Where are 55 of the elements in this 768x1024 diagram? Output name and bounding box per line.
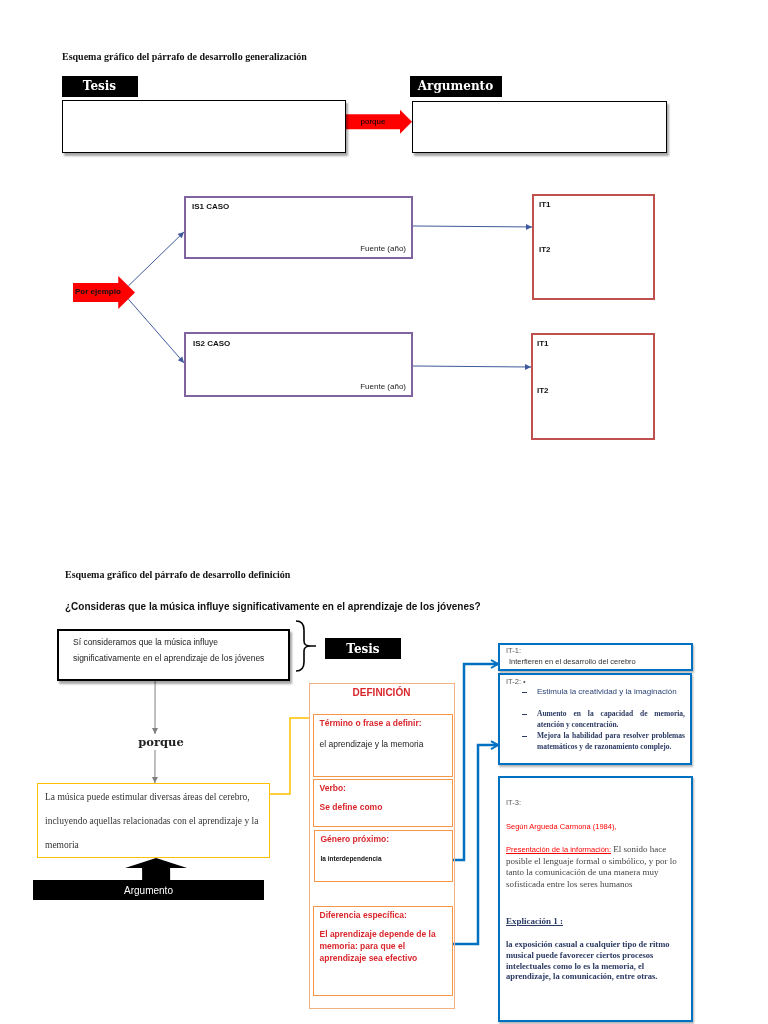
definition-field-box <box>312 778 453 827</box>
arrow <box>152 680 158 735</box>
question-text: ¿Consideras que la música influye significativamente en el aprendizaje de los jóvenes? <box>65 601 481 612</box>
keyword-label: porque <box>137 734 185 750</box>
definition-panel <box>309 683 455 1009</box>
arrow <box>453 740 499 946</box>
thesis-box <box>57 629 290 681</box>
case-box <box>184 196 413 259</box>
box-heading: IS2 CASO <box>193 339 231 348</box>
arrow <box>412 363 532 370</box>
case-box <box>184 332 413 397</box>
label-tag: Argumento <box>409 75 502 97</box>
arrow <box>412 223 533 230</box>
field-text: el aprendizaje y la memoria <box>319 738 425 749</box>
idea-box <box>531 333 655 440</box>
arrow <box>453 659 499 862</box>
definition-field-box <box>312 713 453 777</box>
idea-box <box>498 673 692 765</box>
connector-line <box>269 717 310 795</box>
field-heading: Género próximo: <box>320 833 389 844</box>
arrow <box>151 749 158 784</box>
field-heading: Verbo: <box>319 782 346 793</box>
field-heading: Término o frase a definir: <box>319 717 422 728</box>
item-label: IT2 <box>539 245 551 254</box>
item-label: IT2 <box>537 386 549 395</box>
field-text: Se define como <box>319 800 384 813</box>
box-heading: IS1 CASO <box>192 202 230 211</box>
subheading: Explicación 1 : <box>506 916 563 926</box>
source-note: Fuente (año) <box>360 244 406 253</box>
definition-field-box <box>312 905 453 996</box>
field-heading: Diferencia específica: <box>319 909 407 920</box>
panel-heading: DEFINICIÓN <box>351 687 412 698</box>
section-heading: Esquema gráfico del párrafo de desarrollo generalización <box>62 51 307 62</box>
block-arrow <box>125 858 188 880</box>
item-label: IT1 <box>539 200 551 209</box>
source-note: Fuente (año) <box>360 382 406 391</box>
arrow-label: Por ejemplo <box>75 287 121 296</box>
label-tag: Tesis <box>61 75 138 97</box>
item-label: IT1 <box>537 339 549 348</box>
box-text: La música puede estimular diversas áreas del cerebro, incluyendo aquellas relacionadas con el aprendizaje y la memoria <box>45 791 260 852</box>
label-tag: Tesis <box>325 638 401 659</box>
block-arrow <box>346 109 412 134</box>
arrow <box>127 231 185 287</box>
label-bar: Argumento <box>33 880 264 900</box>
section-heading: Esquema gráfico del párrafo de desarrollo definición <box>65 569 291 580</box>
arrow <box>127 298 185 364</box>
argument-box <box>37 783 270 858</box>
idea-box <box>498 776 693 1022</box>
field-text: El aprendizaje depende de la memoria: para que el aprendizaje sea efectivo <box>319 927 437 964</box>
idea-box <box>498 643 693 671</box>
definition-field-box <box>313 829 453 882</box>
box-text: Sí consideramos que la música influye significativamente en el aprendizaje de los jóvenes <box>73 636 266 665</box>
idea-box <box>532 194 655 300</box>
paragraph: la exposición casual a cualquier tipo de ritmo musical puede favorecer ciertos procesos intelectuales como lo es la memoria, el aprendizaje, la comunicación, entre otras. <box>506 939 671 983</box>
list-item: Estimula la creatividad y la imaginación <box>537 687 678 698</box>
